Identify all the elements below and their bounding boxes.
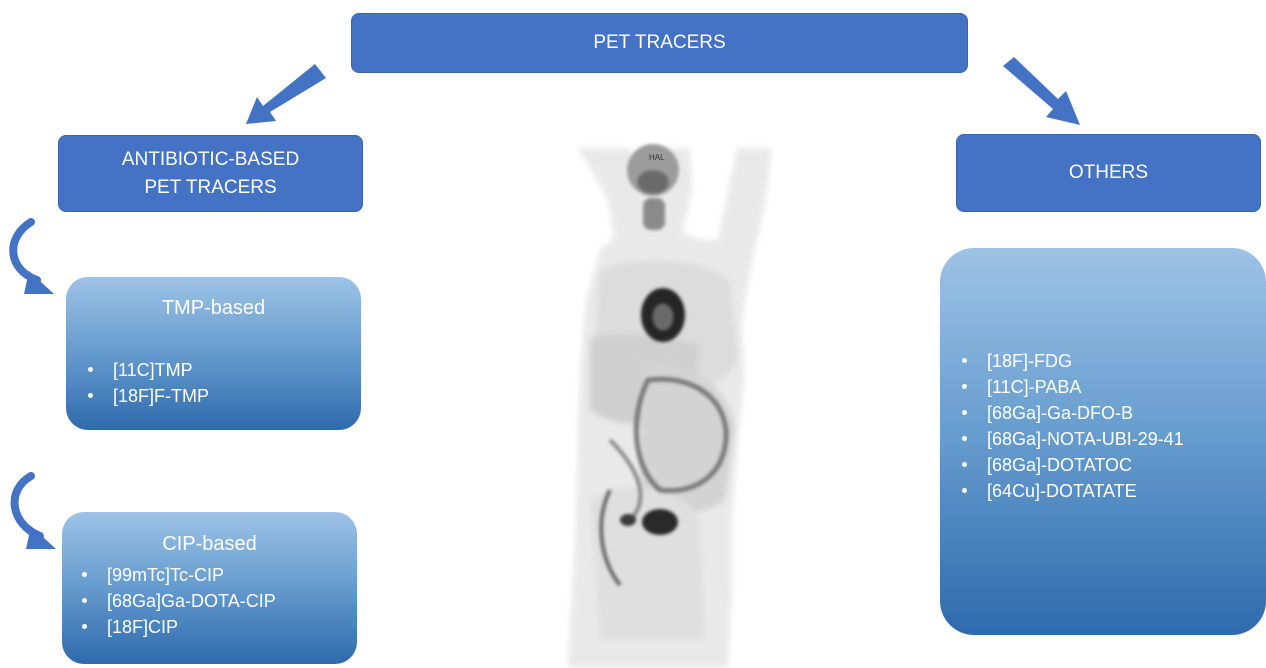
scan-label: HAL [649, 153, 665, 162]
head-region [627, 144, 679, 196]
body-silhouette [568, 148, 772, 668]
heart-region [641, 288, 685, 342]
neck-region [643, 198, 665, 230]
